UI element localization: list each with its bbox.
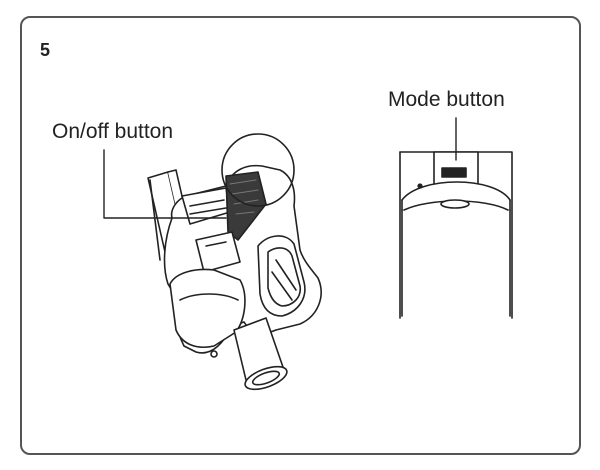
mode-button-detail-drawing <box>399 151 513 319</box>
on-off-button-label: On/off button <box>52 120 174 143</box>
step-number: 5 <box>40 40 51 60</box>
handheld-unit-drawing <box>147 133 322 391</box>
on-off-leader-line <box>103 149 227 219</box>
mode-button-label: Mode button <box>388 88 505 111</box>
instruction-frame <box>20 16 581 455</box>
